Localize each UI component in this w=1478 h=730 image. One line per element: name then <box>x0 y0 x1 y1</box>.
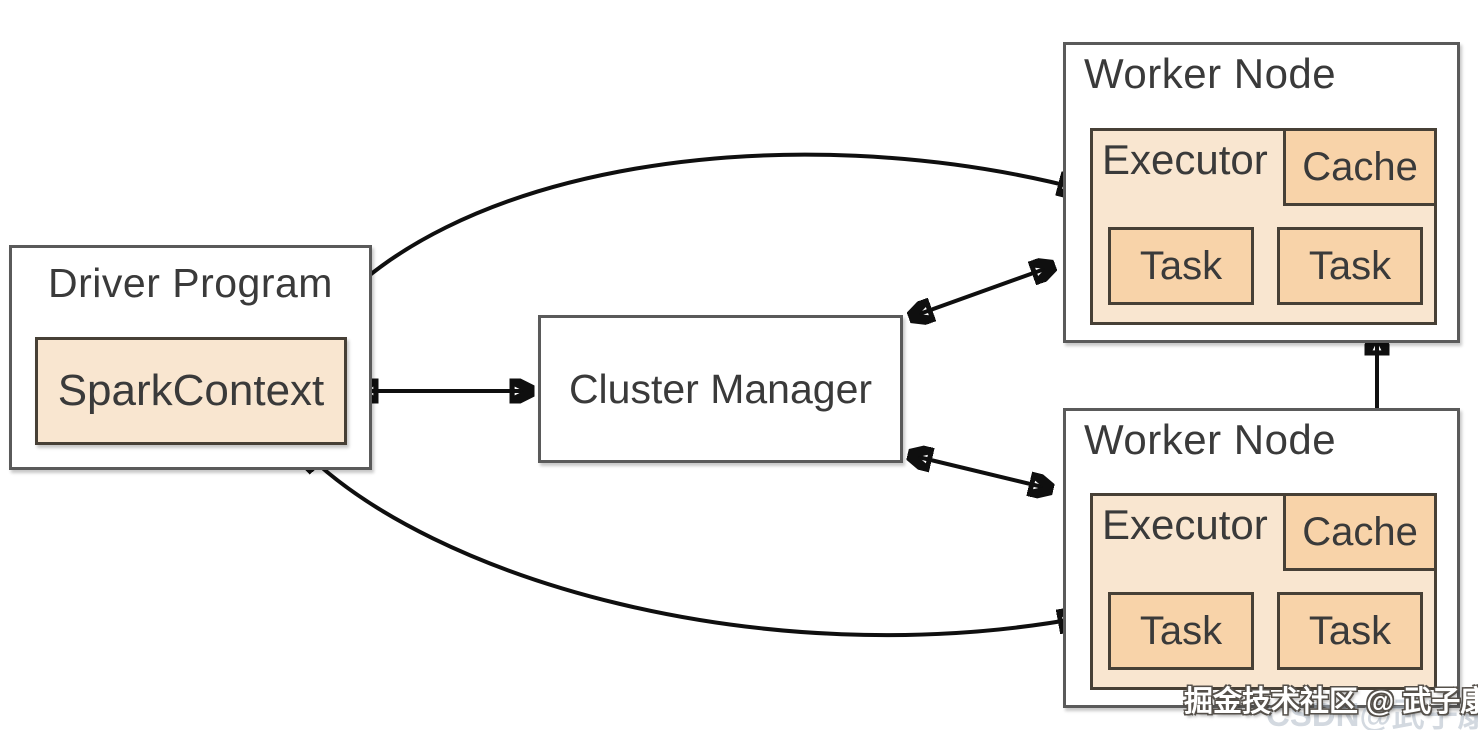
worker-node-1-cache-box: Cache <box>1283 128 1437 206</box>
juejin-watermark: 掘金技术社区 @ 武子康 <box>1184 686 1478 718</box>
worker-node-2-cache-label: Cache <box>1302 509 1418 554</box>
worker-node-1-cache-label: Cache <box>1302 144 1418 189</box>
driver-program-title: Driver Program <box>48 260 333 306</box>
worker-node-2-cache-box: Cache <box>1283 493 1437 571</box>
worker-node-1-task-2-label: Task <box>1308 243 1392 288</box>
worker-node-1-executor-label: Executor <box>1102 136 1268 183</box>
worker-node-1-task-1-box: Task <box>1108 227 1254 305</box>
worker-node-1-title: Worker Node <box>1084 50 1337 97</box>
worker-node-2-task-1-box: Task <box>1108 592 1254 670</box>
worker-node-2-executor-label: Executor <box>1102 501 1268 548</box>
worker-node-1-task-2-box: Task <box>1277 227 1423 305</box>
arrow-clustermanager-worker2 <box>910 455 1051 489</box>
worker-node-2-task-2-box: Task <box>1277 592 1423 670</box>
arrow-sparkcontext-worker1-executor <box>314 152 1080 332</box>
worker-node-2-task-1-label: Task <box>1139 608 1223 653</box>
worker-node-2-title: Worker Node <box>1084 416 1337 463</box>
csdn-ghost-watermark: CSDN@武子康 <box>1266 696 1478 730</box>
spark-context-box: SparkContext <box>35 337 347 445</box>
arrow-sparkcontext-worker2-executor <box>303 450 1080 638</box>
worker-node-1-task-1-label: Task <box>1139 243 1223 288</box>
cluster-manager-box: Cluster Manager <box>538 315 903 463</box>
arrow-clustermanager-worker1 <box>911 266 1053 317</box>
spark-context-label: SparkContext <box>57 366 325 415</box>
cluster-manager-title: Cluster Manager <box>568 365 873 412</box>
worker-node-2-task-2-label: Task <box>1308 608 1392 653</box>
